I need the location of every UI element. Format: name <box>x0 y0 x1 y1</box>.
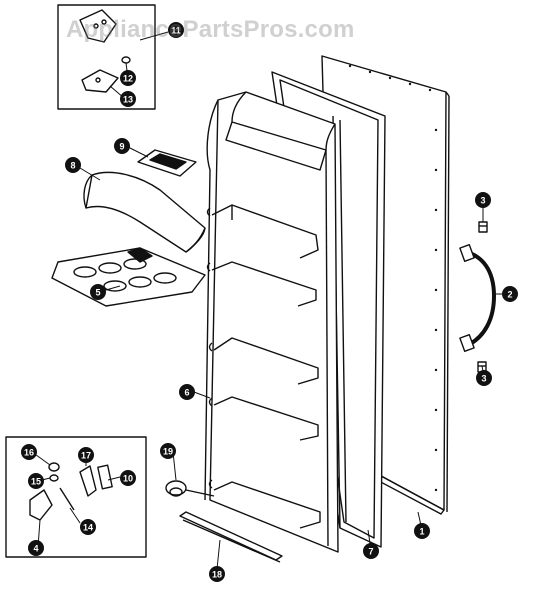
callout-number: 12 <box>123 74 133 84</box>
callout-number: 10 <box>123 474 133 484</box>
inset-hinge-box <box>57 4 156 110</box>
callout-17: 17 <box>78 447 94 463</box>
callout-number: 15 <box>31 477 41 487</box>
hinge-cam-part <box>165 480 215 497</box>
callout-circle <box>80 519 96 535</box>
callout-circle <box>475 192 491 208</box>
callout-number: 16 <box>24 448 34 458</box>
callout-2: 2 <box>502 286 518 302</box>
callout-18: 18 <box>209 566 225 582</box>
callout-circle <box>120 91 136 107</box>
watermark-text: AppliancePartsPros.com <box>66 16 355 43</box>
callout-3b: 3 <box>476 370 492 386</box>
callout-7: 7 <box>363 543 379 559</box>
callout-number: 3 <box>480 196 485 206</box>
callout-number: 17 <box>81 451 91 461</box>
callout-circle <box>28 540 44 556</box>
callout-circle <box>120 70 136 86</box>
callout-5: 5 <box>90 284 106 300</box>
callout-circle <box>28 473 44 489</box>
callout-circle <box>476 370 492 386</box>
callout-number: 9 <box>119 142 124 152</box>
callout-number: 11 <box>171 26 181 36</box>
callout-circle <box>160 443 176 459</box>
callout-circle <box>414 523 430 539</box>
callout-6: 6 <box>179 384 195 400</box>
callout-4: 4 <box>28 540 44 556</box>
door-handle <box>459 244 496 352</box>
bottom-trim-strip <box>179 511 283 563</box>
callout-14: 14 <box>80 519 96 535</box>
callout-circle <box>502 286 518 302</box>
door-screw-holes <box>348 64 438 492</box>
callout-number: 4 <box>33 544 38 554</box>
handle-screws <box>477 221 488 373</box>
small-cover-plate <box>137 149 197 177</box>
callout-circle <box>114 138 130 154</box>
callout-10: 10 <box>120 470 136 486</box>
callout-8: 8 <box>65 157 81 173</box>
callout-19: 19 <box>160 443 176 459</box>
callout-9: 9 <box>114 138 130 154</box>
callout-number: 8 <box>70 161 75 171</box>
callout-circle <box>209 566 225 582</box>
callout-circle <box>363 543 379 559</box>
callout-number: 13 <box>123 95 133 105</box>
callout-circle <box>21 444 37 460</box>
callout-circle <box>179 384 195 400</box>
callout-13: 13 <box>120 91 136 107</box>
callout-3a: 3 <box>475 192 491 208</box>
callout-circle <box>65 157 81 173</box>
egg-tray <box>51 247 206 307</box>
callout-number: 14 <box>83 523 93 533</box>
dairy-cover <box>83 171 206 253</box>
callout-circle <box>168 22 184 38</box>
callout-number: 1 <box>419 527 424 537</box>
callout-circle <box>120 470 136 486</box>
callout-16: 16 <box>21 444 37 460</box>
callout-12: 12 <box>120 70 136 86</box>
callout-number: 6 <box>184 388 189 398</box>
callout-number: 5 <box>95 288 100 298</box>
callout-number: 19 <box>163 447 173 457</box>
callout-number: 2 <box>507 290 512 300</box>
callout-1: 1 <box>414 523 430 539</box>
callout-number: 3 <box>481 374 486 384</box>
inner-door-liner <box>204 91 339 553</box>
callout-number: 18 <box>212 570 222 580</box>
callout-circle <box>90 284 106 300</box>
callout-15: 15 <box>28 473 44 489</box>
callout-number: 7 <box>368 547 373 557</box>
callout-11: 11 <box>168 22 184 38</box>
callout-circle <box>78 447 94 463</box>
